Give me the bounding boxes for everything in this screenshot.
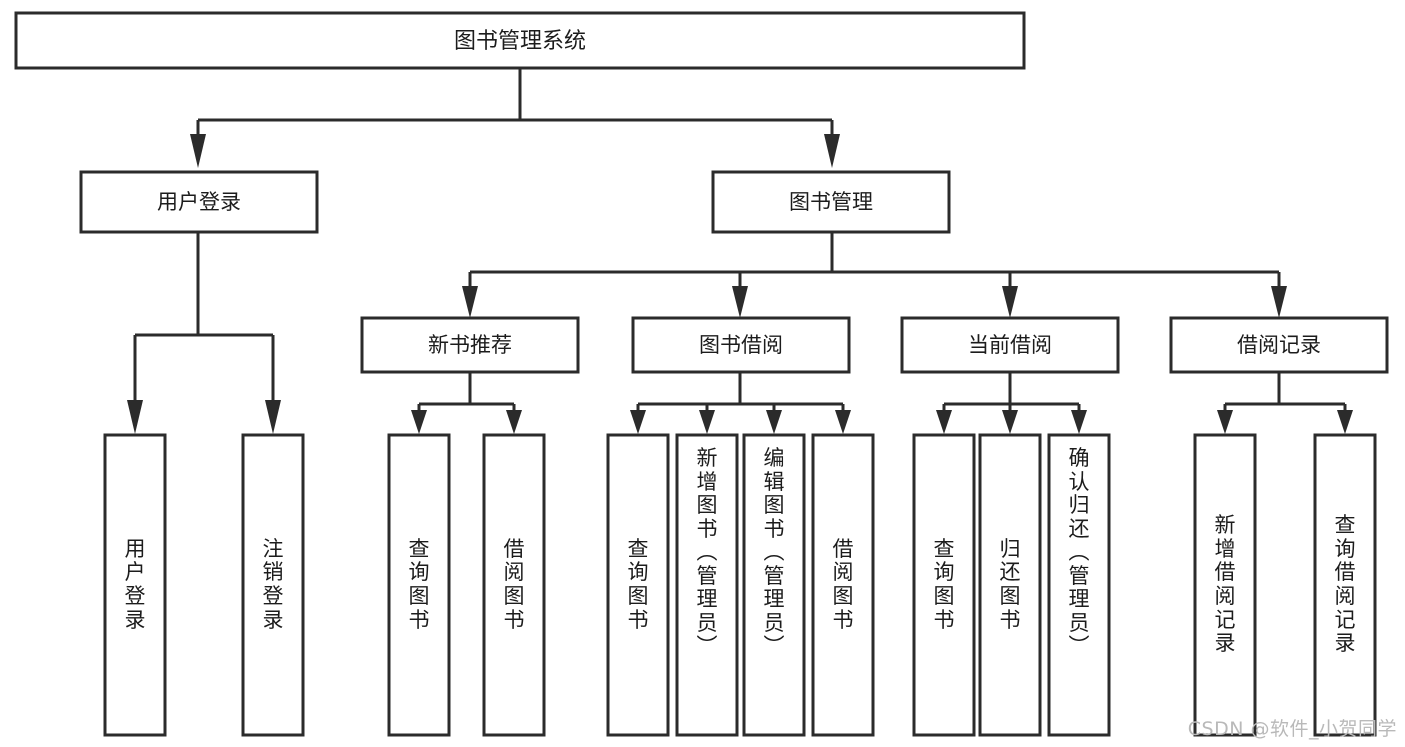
- leaf-box-borrow-book-1[interactable]: [482, 433, 546, 737]
- node-current-borrow[interactable]: 当前借阅: [900, 316, 1120, 374]
- arrow-root-to-user-login: [190, 134, 206, 168]
- arrow-to-leaf-add-book: [699, 410, 715, 434]
- node-new-book-rec-label: 新书推荐: [428, 333, 512, 357]
- leaf-box-return-book[interactable]: [978, 433, 1042, 737]
- arrow-to-borrow-record: [1271, 286, 1287, 318]
- arrow-to-new-book-rec: [462, 286, 478, 318]
- arrow-to-leaf-edit-book: [766, 410, 782, 434]
- node-book-manage-label: 图书管理: [789, 190, 873, 214]
- arrow-to-leaf-confirm-return: [1071, 410, 1087, 434]
- node-borrow-record[interactable]: 借阅记录: [1169, 316, 1389, 374]
- arrow-to-book-borrow: [732, 286, 748, 318]
- node-new-book-rec-box[interactable]: [360, 316, 580, 374]
- node-book-borrow-label: 图书借阅: [699, 333, 783, 357]
- leaf-box-edit-book[interactable]: [742, 433, 806, 737]
- arrow-to-leaf-user-logout: [265, 400, 281, 434]
- connector-group-current-borrow: [936, 372, 1087, 434]
- arrow-to-leaf-add-record: [1217, 410, 1233, 434]
- leaf-box-query-book-1[interactable]: [387, 433, 451, 737]
- leaf-box-query-record[interactable]: [1313, 433, 1377, 737]
- node-book-borrow-box[interactable]: [631, 316, 851, 374]
- connector-group-book-borrow: [630, 372, 851, 434]
- arrow-to-leaf-query-record: [1337, 410, 1353, 434]
- node-new-book-rec[interactable]: 新书推荐: [360, 316, 580, 374]
- leaf-box-add-book[interactable]: [675, 433, 739, 737]
- connector-group-root: [190, 68, 840, 168]
- leaf-box-query-book-2[interactable]: [606, 433, 670, 737]
- node-borrow-record-label: 借阅记录: [1237, 333, 1321, 357]
- node-root-box[interactable]: [14, 11, 1026, 70]
- node-book-manage-box[interactable]: [711, 170, 951, 234]
- arrow-to-leaf-user-login: [127, 400, 143, 434]
- arrow-to-current-borrow: [1002, 286, 1018, 318]
- arrow-to-leaf-borrow-book-2: [835, 410, 851, 434]
- arrow-to-leaf-query-book-3: [936, 410, 952, 434]
- leaf-box-borrow-book-2[interactable]: [811, 433, 875, 737]
- leaf-box-query-book-3[interactable]: [912, 433, 976, 737]
- node-user-login[interactable]: 用户登录: [79, 170, 319, 234]
- connector-group-borrow-record: [1217, 372, 1353, 434]
- connector-group-book-manage: [462, 232, 1287, 318]
- arrow-root-to-book-manage: [824, 134, 840, 168]
- arrow-to-leaf-borrow-book-1: [506, 410, 522, 434]
- node-user-login-box[interactable]: [79, 170, 319, 234]
- node-user-login-label: 用户登录: [157, 190, 241, 214]
- leaf-box-confirm-return[interactable]: [1047, 433, 1111, 737]
- leaf-box-add-record[interactable]: [1193, 433, 1257, 737]
- node-book-borrow[interactable]: 图书借阅: [631, 316, 851, 374]
- arrow-to-leaf-query-book-2: [630, 410, 646, 434]
- node-book-manage[interactable]: 图书管理: [711, 170, 951, 234]
- node-root-label: 图书管理系统: [454, 29, 586, 54]
- leaf-box-user-logout[interactable]: [241, 433, 305, 737]
- arrow-to-leaf-query-book-1: [411, 410, 427, 434]
- node-root[interactable]: 图书管理系统: [14, 11, 1026, 70]
- connector-group-new-book-rec: [411, 372, 522, 434]
- node-borrow-record-box[interactable]: [1169, 316, 1389, 374]
- node-current-borrow-box[interactable]: [900, 316, 1120, 374]
- arrow-to-leaf-return-book: [1002, 410, 1018, 434]
- node-current-borrow-label: 当前借阅: [968, 333, 1052, 357]
- connector-group-user-login: [127, 232, 281, 434]
- csdn-watermark: CSDN @软件_小贺同学: [1187, 718, 1397, 740]
- leaf-box-user-login[interactable]: [103, 433, 167, 737]
